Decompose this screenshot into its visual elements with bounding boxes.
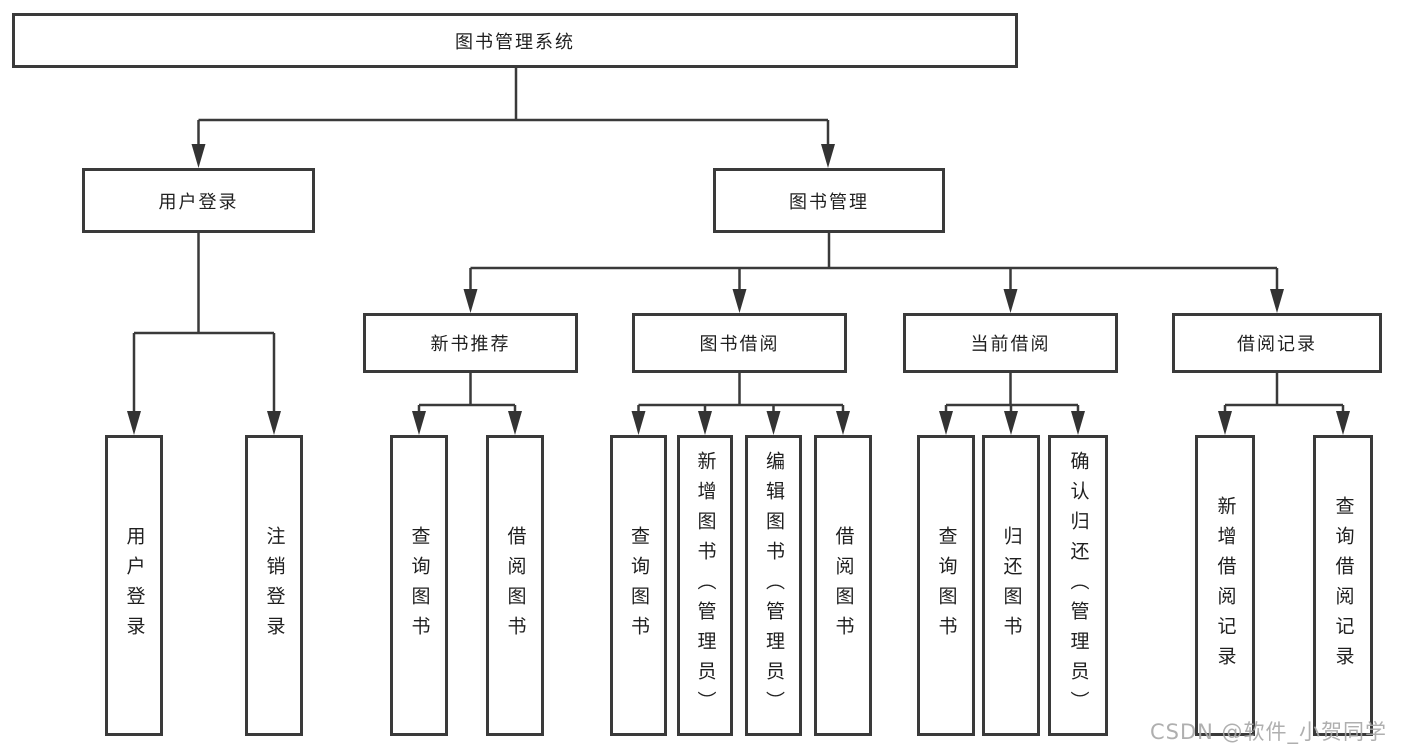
leaf-logout: 注销登录 [245,435,303,736]
leaf-label: 编辑图书（管理员） [763,450,785,721]
node-book-borrow: 图书借阅 [632,313,847,373]
arrowheads [127,144,1350,435]
node-current-borrow: 当前借阅 [903,313,1118,373]
leaf-borrow-books: 借阅图书 [814,435,872,736]
leaf-label: 查询图书 [408,525,431,646]
node-user-login: 用户登录 [82,168,315,233]
leaf-query-books-recommend: 查询图书 [390,435,448,736]
leaf-query-borrow-record: 查询借阅记录 [1313,435,1373,736]
leaf-add-borrow-record: 新增借阅记录 [1195,435,1255,736]
leaf-confirm-return-admin: 确认归还（管理员） [1048,435,1108,736]
leaf-label: 查询图书 [935,525,958,646]
node-borrow-records: 借阅记录 [1172,313,1382,373]
leaf-label: 归还图书 [1000,525,1023,646]
leaf-label: 注销登录 [263,525,286,646]
leaf-borrow-books-recommend: 借阅图书 [486,435,544,736]
node-root-system: 图书管理系统 [12,13,1018,68]
leaf-query-books-current: 查询图书 [917,435,975,736]
leaf-label: 借阅图书 [504,525,527,646]
leaf-edit-books-admin: 编辑图书（管理员） [745,435,802,736]
leaf-label: 查询借阅记录 [1332,495,1355,676]
leaf-user-login: 用户登录 [105,435,163,736]
leaf-add-books-admin: 新增图书（管理员） [677,435,733,736]
leaf-query-books-borrow: 查询图书 [610,435,667,736]
node-book-management: 图书管理 [713,168,945,233]
leaf-return-books: 归还图书 [982,435,1040,736]
leaf-label: 新增图书（管理员） [694,450,717,721]
leaf-label: 借阅图书 [832,525,855,646]
leaf-label: 查询图书 [628,525,650,646]
leaf-label: 用户登录 [123,525,146,646]
csdn-watermark: CSDN @软件_小贺同学 [1150,720,1388,744]
leaf-label: 确认归还（管理员） [1067,450,1090,721]
leaf-label: 新增借阅记录 [1214,495,1237,676]
node-new-book-recommend: 新书推荐 [363,313,578,373]
